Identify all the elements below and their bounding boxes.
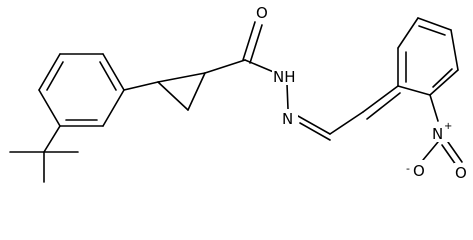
nitro-group <box>422 141 463 166</box>
nitrophenyl-ring <box>397 17 459 96</box>
molecule-diagram: O NH N N + O O - <box>9 3 470 183</box>
nitro-bond <box>429 94 439 122</box>
cyclopropane-ring <box>157 72 206 111</box>
nitro-oxygen-minus-label: O <box>413 162 425 180</box>
tert-butylphenyl-ring <box>38 53 125 127</box>
nitro-oxygen-double-label: O <box>455 164 467 182</box>
imine-nitrogen-label: N <box>282 110 293 128</box>
tert-butyl-group <box>9 125 79 183</box>
amide-nh-label: NH <box>273 68 296 86</box>
nitro-minus-charge: - <box>406 162 410 175</box>
nitro-plus-charge: + <box>444 121 452 132</box>
amide-carbonyl <box>204 21 277 74</box>
propenylidene-chain <box>297 85 401 141</box>
n-n-bond <box>286 83 289 110</box>
carbonyl-oxygen-label: O <box>256 4 268 22</box>
nitro-nitrogen-label: N <box>432 125 443 143</box>
aryl-cyclopropyl-bond <box>123 81 159 91</box>
structure-canvas: O NH N N + O O - <box>9 3 470 183</box>
atom-labels: O NH N N + O O - <box>255 3 470 182</box>
